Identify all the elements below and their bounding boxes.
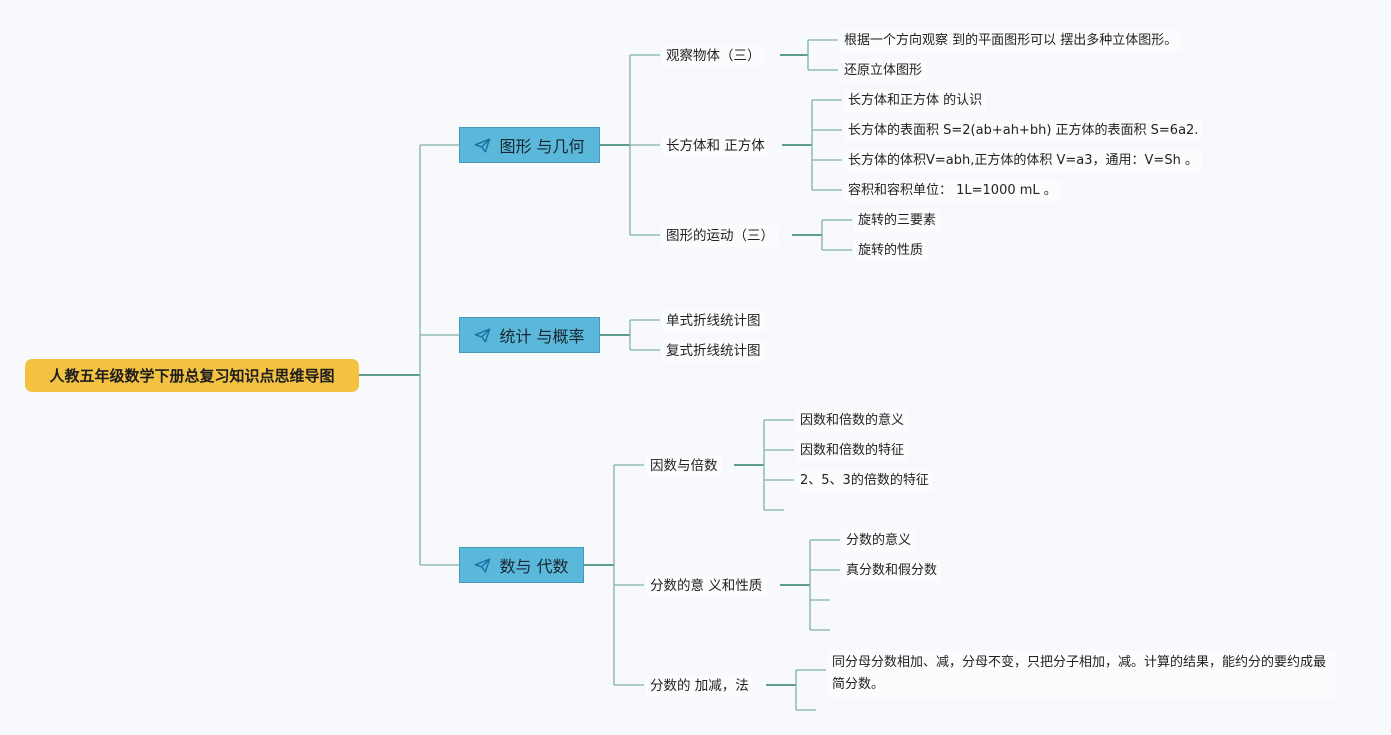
leaf-item[interactable]: 旋转的三要素 [854,210,941,232]
subtopic-compound-line-chart[interactable]: 复式折线统计图 [662,340,765,362]
leaf-item[interactable]: 容积和容积单位： 1L=1000 mL 。 [844,180,1061,202]
branch-label: 图形 与几何 [499,137,585,156]
subtopic-cuboid[interactable]: 长方体和 正方体 [662,135,769,157]
paper-plane-icon [475,557,491,573]
leaf-item[interactable]: 根据一个方向观察 到的平面图形可以 摆出多种立体图形。 [840,30,1182,52]
leaf-item[interactable]: 同分母分数相加、减，分母不变，只把分子相加，减。计算的结果，能约分的要约成最简分… [828,650,1336,698]
branch-label: 统计 与概率 [499,327,585,346]
branch-numbers-algebra[interactable]: 数与 代数 [459,547,584,583]
branch-statistics[interactable]: 统计 与概率 [459,317,600,353]
branch-geometry[interactable]: 图形 与几何 [459,127,600,163]
subtopic-fraction-meaning[interactable]: 分数的意 义和性质 [646,575,767,597]
branch-label: 数与 代数 [499,557,569,576]
leaf-item[interactable]: 真分数和假分数 [842,560,942,582]
paper-plane-icon [475,137,491,153]
subtopic-factors-multiples[interactable]: 因数与倍数 [646,455,722,477]
leaf-item[interactable]: 长方体的体积V=abh,正方体的体积 V=a3，通用：V=Sh 。 [844,150,1202,172]
leaf-item[interactable]: 分数的意义 [842,530,916,552]
subtopic-motion[interactable]: 图形的运动（三） [662,225,778,247]
subtopic-fraction-addition[interactable]: 分数的 加减，法 [646,675,753,697]
leaf-item[interactable]: 因数和倍数的意义 [796,410,909,432]
leaf-item[interactable]: 旋转的性质 [854,240,928,262]
paper-plane-icon [475,327,491,343]
subtopic-single-line-chart[interactable]: 单式折线统计图 [662,310,765,332]
leaf-item[interactable]: 因数和倍数的特征 [796,440,909,462]
root-topic[interactable]: 人教五年级数学下册总复习知识点思维导图 [25,359,359,392]
leaf-item[interactable]: 长方体的表面积 S=2(ab+ah+bh) 正方体的表面积 S=6a2. [844,120,1203,142]
leaf-item[interactable]: 长方体和正方体 的认识 [844,90,987,112]
leaf-item[interactable]: 2、5、3的倍数的特征 [796,470,933,492]
subtopic-observe[interactable]: 观察物体（三） [662,45,765,67]
leaf-item[interactable]: 还原立体图形 [840,60,927,82]
